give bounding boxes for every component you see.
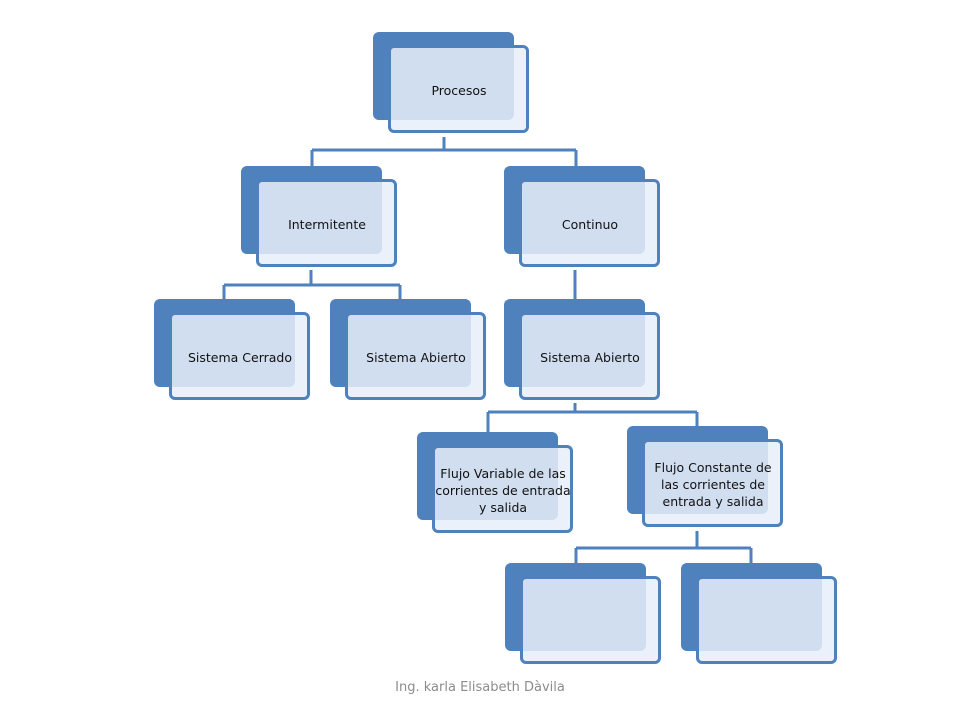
- node-empty-left-label: [523, 577, 659, 665]
- node-flujo-constante-label: Flujo Constante de las corrientes de ent…: [654, 459, 772, 509]
- node-empty-right-label: [699, 577, 835, 665]
- node-sistema-cerrado-label: Sistema Cerrado: [187, 349, 293, 365]
- node-sistema-abierto-intermitente-label: Sistema Abierto: [366, 349, 466, 365]
- footer-author: Ing. karla Elisabeth Dàvila: [395, 680, 565, 695]
- node-sistema-abierto-continuo-label: Sistema Abierto: [540, 349, 640, 365]
- node-intermitente-label: Intermitente: [288, 216, 366, 232]
- node-flujo-variable-label: Flujo Variable de las corrientes de entr…: [435, 465, 571, 515]
- node-continuo-label: Continuo: [561, 216, 619, 232]
- node-procesos-label: Procesos: [431, 82, 487, 98]
